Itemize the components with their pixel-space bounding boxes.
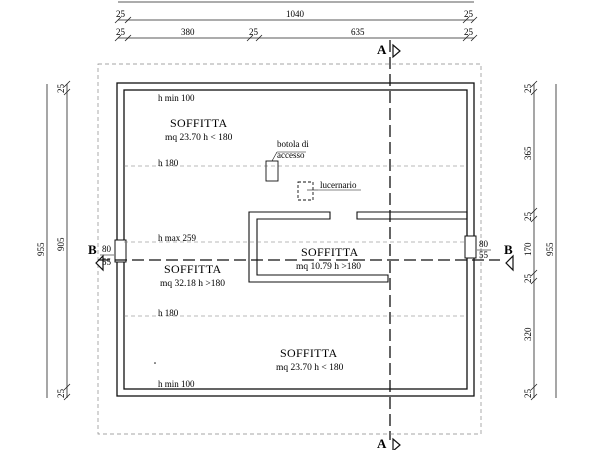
right-dimensions <box>530 80 557 401</box>
top-dimensions <box>114 1 478 42</box>
height-label-max: h max 259 <box>158 233 196 243</box>
dim-top-inner: 1040 <box>286 9 305 19</box>
room-4-title: SOFFITTA <box>280 346 337 360</box>
section-marker-a-bottom: A <box>377 436 401 450</box>
access-hatch-label-1: botola di <box>277 139 309 149</box>
room-2-area: mq 10.79 h >180 <box>296 262 361 272</box>
opening-left-lower: 55 <box>102 257 112 267</box>
access-hatch-label-2: accesso <box>277 150 305 160</box>
height-lines <box>124 165 467 317</box>
dim-right-outer: 955 <box>545 242 555 256</box>
dim-row3-right-wall: 25 <box>464 27 474 37</box>
skylight-symbol <box>297 181 314 201</box>
room-3-area: mq 32.18 h >180 <box>160 279 225 289</box>
dim-right-bottom-wall: 25 <box>523 389 533 399</box>
dim-right-span2: 170 <box>523 242 533 256</box>
dim-left-top-wall: 25 <box>56 84 66 94</box>
room-2-title: SOFFITTA <box>301 245 358 259</box>
section-marker-b-left: B <box>88 242 104 272</box>
dim-top-right-wall: 25 <box>464 9 474 19</box>
room-4-area: mq 23.70 h < 180 <box>276 363 344 373</box>
height-label-min-bottom: h min 100 <box>158 379 195 389</box>
skylight-label: lucernario <box>320 180 357 190</box>
dim-row3-left-wall: 25 <box>116 27 126 37</box>
dim-right-wall1: 25 <box>523 212 533 222</box>
roof-outline <box>97 63 482 435</box>
section-marker-a-top: A <box>377 42 401 59</box>
dim-right-top-wall: 25 <box>523 84 533 94</box>
opening-right-lower: 55 <box>479 250 489 260</box>
svg-text:A: A <box>377 436 387 450</box>
opening-right-upper: 80 <box>479 239 489 249</box>
dim-left-inner: 905 <box>56 237 66 251</box>
dim-row3-mid-wall: 25 <box>249 27 259 37</box>
svg-text:B: B <box>504 242 513 257</box>
room-1-area: mq 23.70 h < 180 <box>165 133 233 143</box>
dim-row3-left-span: 380 <box>181 27 195 37</box>
height-label-180-top: h 180 <box>158 158 179 168</box>
left-dimensions <box>46 80 71 401</box>
dim-right-span1: 365 <box>523 146 533 160</box>
dim-left-bottom-wall: 25 <box>56 389 66 399</box>
dim-row3-right-span: 635 <box>351 27 365 37</box>
interior-walls <box>248 211 468 283</box>
dim-right-span3: 320 <box>523 327 533 341</box>
access-hatch-symbol <box>265 160 279 182</box>
opening-left-upper: 80 <box>102 244 112 254</box>
room-1-title: SOFFITTA <box>170 116 227 130</box>
svg-text:A: A <box>377 42 387 57</box>
svg-text:B: B <box>88 242 97 257</box>
dim-right-wall2: 25 <box>523 274 533 284</box>
dim-left-outer: 955 <box>36 242 46 256</box>
room-3-title: SOFFITTA <box>164 262 221 276</box>
height-label-min-top: h min 100 <box>158 93 195 103</box>
section-marker-b-right: B <box>504 242 514 272</box>
wall-openings <box>114 235 477 263</box>
dim-top-left-wall: 25 <box>116 9 126 19</box>
height-label-180-bottom: h 180 <box>158 308 179 318</box>
